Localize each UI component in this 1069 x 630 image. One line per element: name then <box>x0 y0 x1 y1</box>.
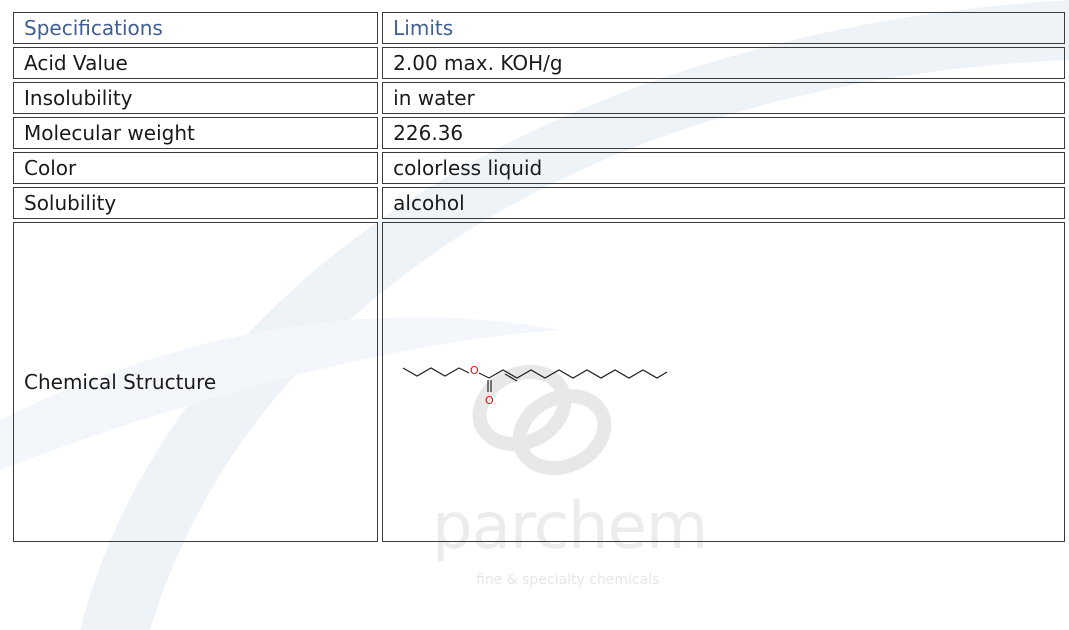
limit-cell: in water <box>382 82 1065 114</box>
oxygen-atom-ester: O <box>470 364 479 377</box>
specifications-table: Specifications Limits Acid Value 2.00 ma… <box>9 9 1069 545</box>
spec-cell: Color <box>13 152 379 184</box>
limit-cell: colorless liquid <box>382 152 1065 184</box>
spec-cell: Molecular weight <box>13 117 379 149</box>
spec-cell: Solubility <box>13 187 379 219</box>
header-specifications: Specifications <box>13 12 379 44</box>
chemical-structure-diagram: O O <box>402 364 668 407</box>
header-limits: Limits <box>382 12 1065 44</box>
table-header-row: Specifications Limits <box>13 12 1065 44</box>
spec-cell: Insolubility <box>13 82 379 114</box>
table-row: Molecular weight 226.36 <box>13 117 1065 149</box>
table-row: Color colorless liquid <box>13 152 1065 184</box>
watermark-tagline: fine & specialty chemicals <box>476 572 660 588</box>
table-row: Insolubility in water <box>13 82 1065 114</box>
structure-cell: O O <box>382 222 1065 542</box>
table-row: Solubility alcohol <box>13 187 1065 219</box>
watermark-wordmark: parchem <box>432 490 708 564</box>
table-row-chemical-structure: Chemical Structure O O <box>13 222 1065 542</box>
spec-cell: Chemical Structure <box>13 222 379 542</box>
table-row: Acid Value 2.00 max. KOH/g <box>13 47 1065 79</box>
limit-cell: 2.00 max. KOH/g <box>382 47 1065 79</box>
oxygen-atom-carbonyl: O <box>485 394 494 407</box>
spec-cell: Acid Value <box>13 47 379 79</box>
limit-cell: 226.36 <box>382 117 1065 149</box>
limit-cell: alcohol <box>382 187 1065 219</box>
